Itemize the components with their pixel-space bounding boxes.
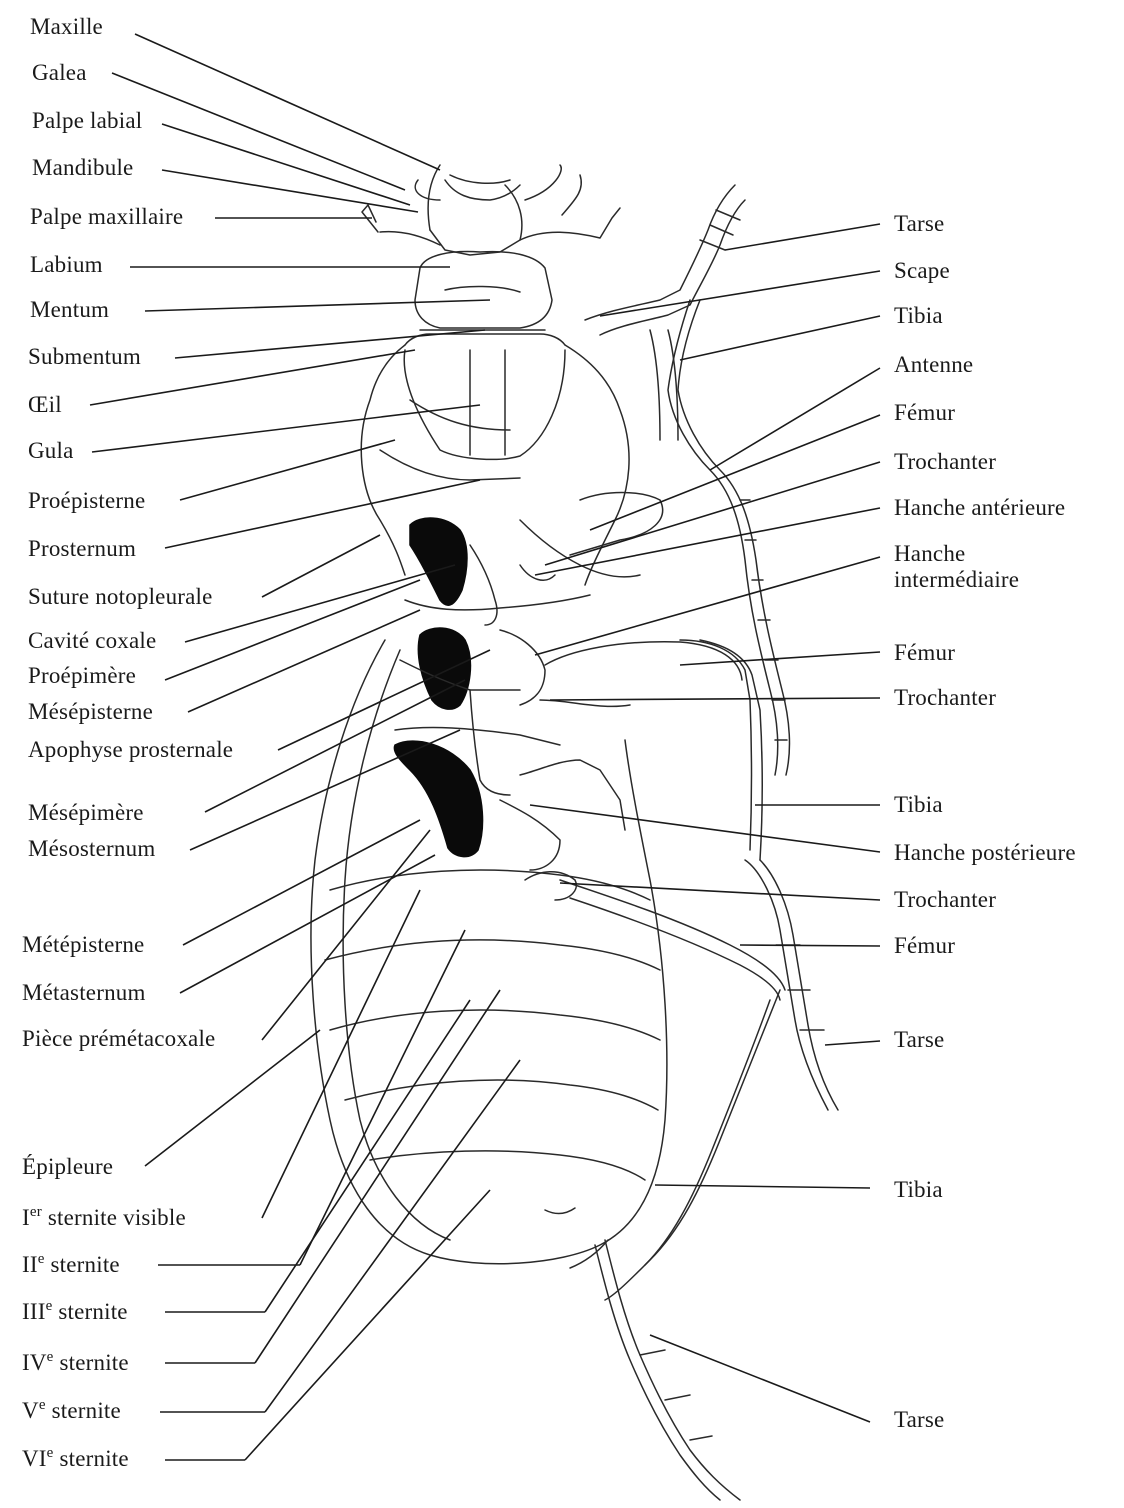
sternite-4-number: IV (22, 1350, 47, 1375)
label-suture-notopleurale: Suture notopleurale (28, 584, 213, 610)
sternite-1-text: sternite visible (48, 1205, 186, 1230)
sternite-5-text: sternite (52, 1398, 121, 1423)
sternite-6-number: VI (22, 1446, 47, 1471)
sternite-2-number: II (22, 1252, 38, 1277)
hanche-intermediaire-line-1: Hanche (894, 541, 1019, 567)
label-sternite-5: Ve sternite (22, 1398, 121, 1424)
label-epipleure: Épipleure (22, 1154, 113, 1180)
label-tibia-3: Tibia (894, 1177, 943, 1203)
label-mesepisterne: Mésépisterne (28, 699, 153, 725)
label-trochanter-2: Trochanter (894, 685, 996, 711)
label-femur-1: Fémur (894, 400, 955, 426)
sternite-5-number: V (22, 1398, 39, 1423)
sternite-6-superscript: e (47, 1445, 54, 1461)
sternite-2-text: sternite (51, 1252, 120, 1277)
label-sternite-1: Ier sternite visible (22, 1205, 186, 1231)
label-trochanter-1: Trochanter (894, 449, 996, 475)
label-hanche-intermediaire: Hanche intermédiaire (894, 541, 1019, 593)
label-mentum: Mentum (30, 297, 109, 323)
label-gula: Gula (28, 438, 74, 464)
label-proepisterne: Proépisterne (28, 488, 145, 514)
label-sternite-4: IVe sternite (22, 1350, 129, 1376)
label-proepimere: Proépimère (28, 663, 136, 689)
sternite-1-number: I (22, 1205, 30, 1230)
label-trochanter-3: Trochanter (894, 887, 996, 913)
label-piece-prematacoxale: Pièce prémétacoxale (22, 1026, 215, 1052)
label-mesepimere: Mésépimère (28, 800, 144, 826)
label-femur-3: Fémur (894, 933, 955, 959)
label-mandibule: Mandibule (32, 155, 133, 181)
label-hanche-anterieure: Hanche antérieure (894, 495, 1065, 521)
sternite-4-text: sternite (59, 1350, 128, 1375)
label-sternite-6: VIe sternite (22, 1446, 129, 1472)
sternite-3-text: sternite (58, 1299, 127, 1324)
label-sternite-3: IIIe sternite (22, 1299, 128, 1325)
label-sternite-2: IIe sternite (22, 1252, 120, 1278)
sternite-3-superscript: e (46, 1298, 53, 1314)
label-submentum: Submentum (28, 344, 141, 370)
label-prosternum: Prosternum (28, 536, 136, 562)
label-tarse-1: Tarse (894, 211, 944, 237)
label-cavite-coxale: Cavité coxale (28, 628, 156, 654)
label-metasternum: Métasternum (22, 980, 146, 1006)
sternite-2-superscript: e (38, 1251, 45, 1267)
label-oeil: Œil (28, 392, 62, 418)
label-labium: Labium (30, 252, 103, 278)
hanche-intermediaire-line-2: intermédiaire (894, 567, 1019, 593)
label-palpe-maxillaire: Palpe maxillaire (30, 204, 183, 230)
label-tibia-1: Tibia (894, 303, 943, 329)
label-femur-2: Fémur (894, 640, 955, 666)
label-palpe-labial: Palpe labial (32, 108, 142, 134)
label-maxille: Maxille (30, 14, 103, 40)
sternite-3-number: III (22, 1299, 46, 1324)
sternite-1-superscript: er (30, 1204, 42, 1220)
label-tarse-3: Tarse (894, 1407, 944, 1433)
label-galea: Galea (32, 60, 87, 86)
label-metepisterne: Métépisterne (22, 932, 144, 958)
sternite-5-superscript: e (39, 1397, 46, 1413)
label-scape: Scape (894, 258, 950, 284)
label-tibia-2: Tibia (894, 792, 943, 818)
label-hanche-posterieure: Hanche postérieure (894, 840, 1076, 866)
label-antenne: Antenne (894, 352, 973, 378)
label-apophyse-prosternale: Apophyse prosternale (28, 737, 233, 763)
sternite-4-superscript: e (47, 1349, 54, 1365)
label-mesosternum: Mésosternum (28, 836, 155, 862)
label-tarse-2: Tarse (894, 1027, 944, 1053)
sternite-6-text: sternite (59, 1446, 128, 1471)
